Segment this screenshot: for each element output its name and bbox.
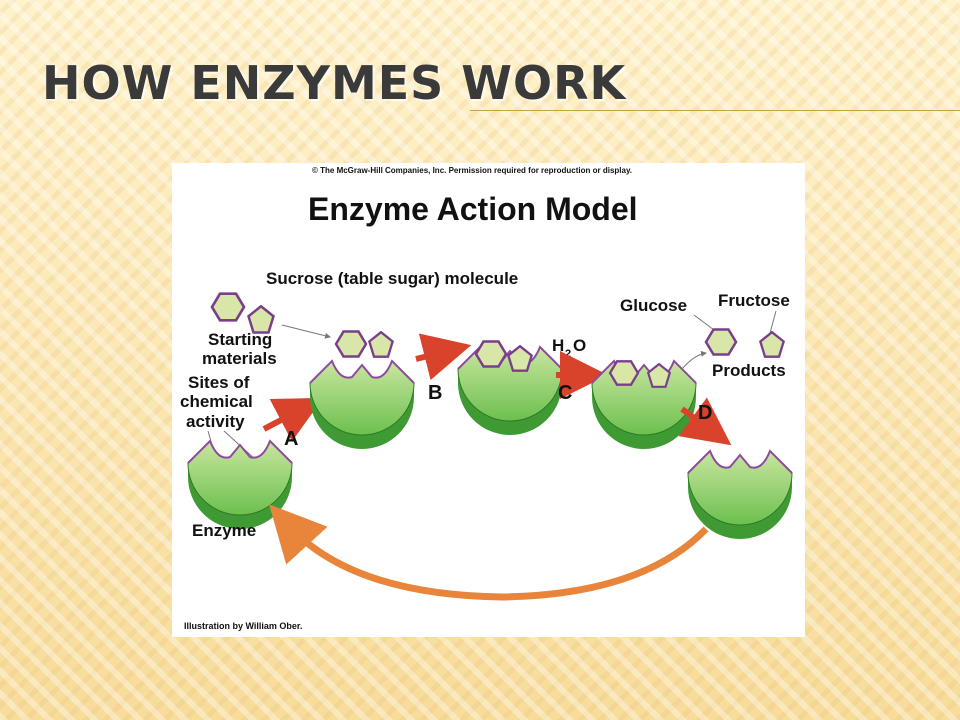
fructose-label: Fructose (718, 291, 790, 310)
enzyme-diagram-svg: © The McGraw-Hill Companies, Inc. Permis… (180, 166, 793, 631)
step-label-a: A (284, 428, 298, 450)
arrow-step-b (415, 333, 472, 381)
sites-label-2: chemical (180, 392, 253, 411)
starting-label-2: materials (202, 349, 277, 368)
illustration-credit: Illustration by William Ober. (184, 621, 302, 631)
fructose-product (759, 331, 785, 358)
figure-title: Enzyme Action Model (308, 191, 638, 227)
water-label-h: H (552, 336, 564, 355)
enzyme-free-left (187, 440, 293, 530)
water-label-sub: 2 (565, 348, 571, 360)
title-underline (470, 110, 960, 111)
sites-label-3: activity (186, 412, 245, 431)
arrow-step-d (678, 397, 732, 446)
sucrose-approaching (334, 330, 394, 358)
sites-label-1: Sites of (188, 373, 250, 392)
enzyme-approaching (309, 360, 415, 450)
glucose-label: Glucose (620, 296, 687, 315)
enzyme-label: Enzyme (192, 521, 256, 540)
products-label: Products (712, 361, 786, 380)
step-label-c: C (558, 382, 572, 404)
sucrose-free-molecule (210, 292, 275, 334)
arrow-step-a (262, 397, 324, 442)
glucose-product (704, 328, 738, 356)
step-label-b: B (428, 382, 442, 404)
step-label-d: D (698, 402, 712, 424)
sucrose-pointer (281, 324, 331, 339)
enzyme-product-complex (591, 360, 697, 450)
products-release-pointer (681, 350, 707, 370)
fructose-pointer (769, 310, 777, 334)
copyright-notice: © The McGraw-Hill Companies, Inc. Permis… (312, 166, 632, 175)
slide-title: How Enzymes Work (42, 56, 627, 110)
enzyme-diagram: © The McGraw-Hill Companies, Inc. Permis… (172, 163, 805, 637)
arrow-return (269, 504, 709, 601)
water-label-o: O (573, 336, 586, 355)
starting-label-1: Starting (208, 330, 272, 349)
enzyme-free-right (687, 450, 793, 540)
sucrose-label: Sucrose (table sugar) molecule (266, 269, 518, 288)
